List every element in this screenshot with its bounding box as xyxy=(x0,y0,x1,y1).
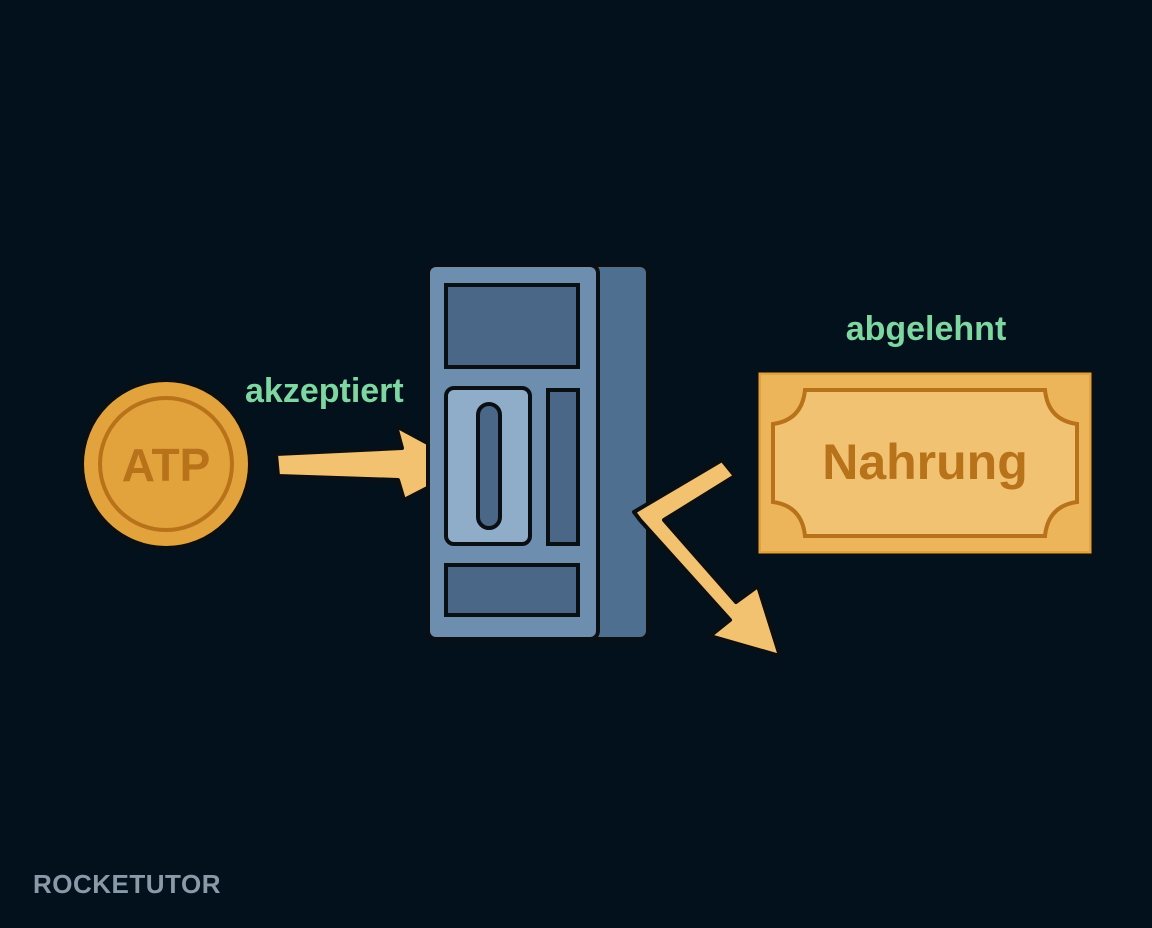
brand-logo: ROCKETUTOR xyxy=(33,869,221,899)
output-tray xyxy=(444,563,580,617)
food-banknote: Nahrung xyxy=(755,369,1095,557)
coin-label: ATP xyxy=(122,439,211,491)
banknote-label: Nahrung xyxy=(822,434,1028,490)
atp-coin: ATP xyxy=(80,378,252,550)
machine-display xyxy=(444,283,580,369)
rejected-arrow xyxy=(632,458,782,658)
rejected-label: abgelehnt xyxy=(846,310,1007,348)
accepted-label: akzeptiert xyxy=(245,372,404,410)
coin-slot xyxy=(476,402,502,530)
side-slot xyxy=(546,388,580,546)
banknote-ornate-border xyxy=(771,388,1079,538)
vending-machine xyxy=(426,263,650,641)
